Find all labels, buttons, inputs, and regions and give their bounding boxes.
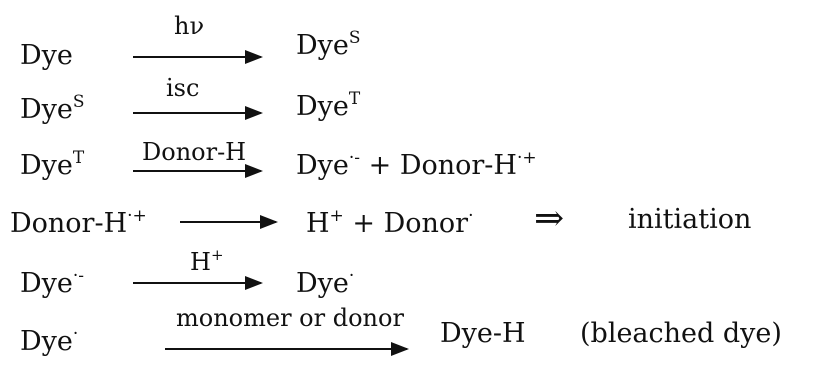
result-label: initiation bbox=[628, 204, 752, 235]
product: H+ + Donor· bbox=[306, 206, 474, 239]
reaction-arrow bbox=[133, 276, 263, 290]
arrow-condition: monomer or donor bbox=[176, 304, 404, 332]
product-annotation: (bleached dye) bbox=[580, 318, 782, 349]
arrowhead-icon bbox=[245, 50, 263, 64]
reactant: Dye· bbox=[20, 324, 79, 357]
reactant: DyeS bbox=[20, 92, 85, 125]
product: DyeS bbox=[296, 28, 361, 61]
arrowhead-icon bbox=[245, 276, 263, 290]
product-extra: + Donor· bbox=[352, 206, 474, 239]
implies-arrow-icon: ⇒ bbox=[534, 198, 565, 239]
reaction-arrow bbox=[133, 50, 263, 64]
product: Dye·- + Donor-H·+ bbox=[296, 148, 537, 181]
arrow-condition: H+ bbox=[190, 246, 224, 276]
arrow-condition: isc bbox=[166, 74, 200, 102]
product-extra: + Donor-H·+ bbox=[368, 148, 537, 181]
product: DyeT bbox=[296, 89, 361, 122]
arrow-condition: Donor-H bbox=[142, 138, 247, 166]
arrowhead-icon bbox=[245, 164, 263, 178]
reaction-arrow bbox=[133, 164, 263, 178]
reactant: DyeT bbox=[20, 148, 85, 181]
product: Dye· bbox=[296, 266, 355, 299]
reactant: Dye·- bbox=[20, 266, 85, 299]
reactant: Dye bbox=[20, 40, 73, 71]
reaction-arrow bbox=[165, 342, 409, 356]
arrowhead-icon bbox=[391, 342, 409, 356]
arrowhead-icon bbox=[260, 215, 278, 229]
reaction-arrow bbox=[180, 215, 278, 229]
arrow-condition: hν bbox=[174, 12, 205, 40]
reactant: Donor-H·+ bbox=[10, 206, 147, 239]
reaction-arrow bbox=[133, 106, 263, 120]
product: Dye-H bbox=[440, 318, 526, 349]
arrowhead-icon bbox=[245, 106, 263, 120]
